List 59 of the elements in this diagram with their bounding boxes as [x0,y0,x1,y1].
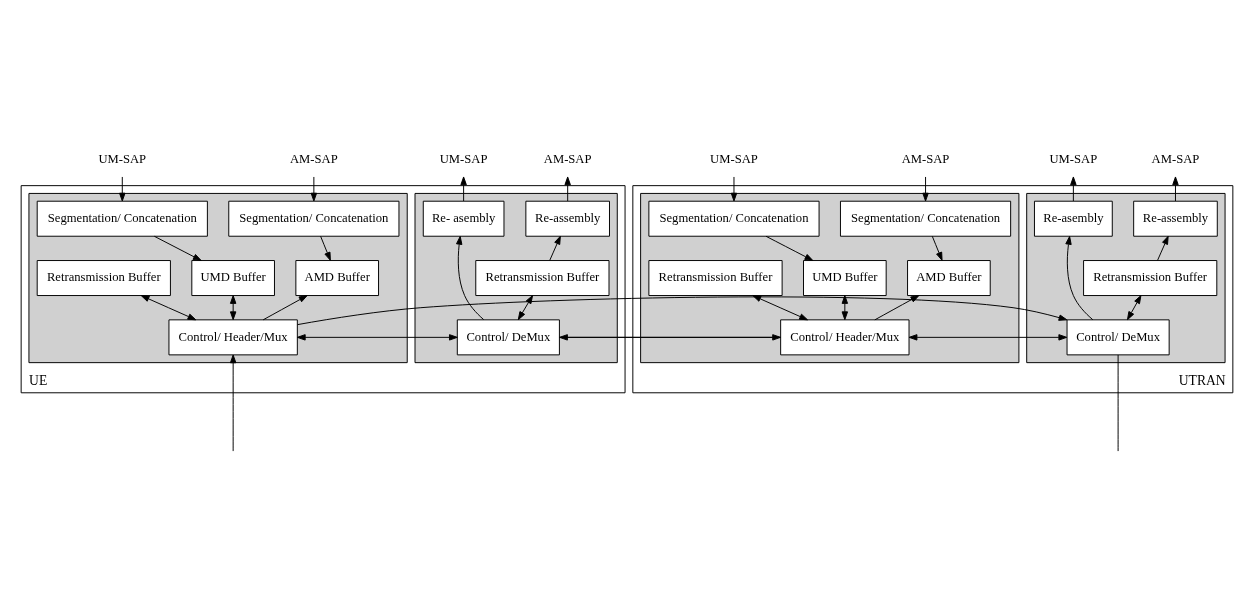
arrow [460,176,467,201]
node-box: Segmentation/ Concatenation [839,200,1012,237]
arrow [559,333,781,341]
arrow [730,176,738,201]
arrow [310,176,318,201]
node-box: UMD Buffer [191,259,275,296]
node-box: Segmentation/ Concatenation [648,200,820,237]
node-text: UM-SAP [98,151,147,166]
arrow [229,354,237,452]
node-box: Retransmission Buffer [1083,259,1218,296]
node-box: Control/ DeMux [1066,318,1170,355]
arrow [119,176,126,201]
arrow [1157,235,1169,261]
node-box: Re-assembly [525,200,610,237]
arrow [931,235,943,261]
cluster [1026,192,1226,363]
arrow [874,294,920,320]
arrow [229,294,237,320]
arrow [765,235,814,261]
arrow [922,176,929,201]
arrow [153,235,202,261]
arrow [752,294,808,320]
node-text: AM-SAP [1151,151,1200,166]
node-box: AMD Buffer [907,259,991,296]
node-box: AMD Buffer [295,259,379,296]
arrow [908,333,1068,341]
arrow [1172,176,1179,201]
node-text: UM-SAP [710,151,758,166]
node-box: Retransmission Buffer [475,259,610,296]
node-text: AM-SAP [901,151,950,166]
cluster [414,192,618,363]
arrow [1065,235,1094,320]
node-text: AM-SAP [290,151,338,166]
node-text: AM-SAP [543,151,592,166]
arrow [296,333,458,341]
node-text: UM-SAP [1049,151,1098,166]
node-box: Retransmission Buffer [36,259,171,296]
arrow [1070,176,1077,201]
node-box: Control/ Header/Mux [168,318,298,355]
node-box: Re-asembly [1034,200,1113,237]
node-box: Control/ Header/Mux [780,318,910,355]
arrow [140,294,197,320]
node-box: Segmentation/ Concatenation [36,200,208,237]
arrow [320,235,331,261]
arrow [517,294,534,320]
node-box: Segmentation/ Concatenation [228,200,400,237]
node-box: Control/ DeMux [456,318,560,355]
node-box: Re-assembly [1133,200,1218,237]
node-box: UMD Buffer [803,259,887,296]
arrow [297,295,1068,325]
arrow [549,235,561,261]
node-box: Retransmission Buffer [648,259,783,296]
node-box: Re- asembly [422,200,505,237]
arrow [1127,294,1142,320]
arrow [262,294,308,320]
arrow [564,176,571,201]
connector [1117,354,1119,452]
arrow [456,235,485,320]
node-text: UM-SAP [439,151,488,166]
